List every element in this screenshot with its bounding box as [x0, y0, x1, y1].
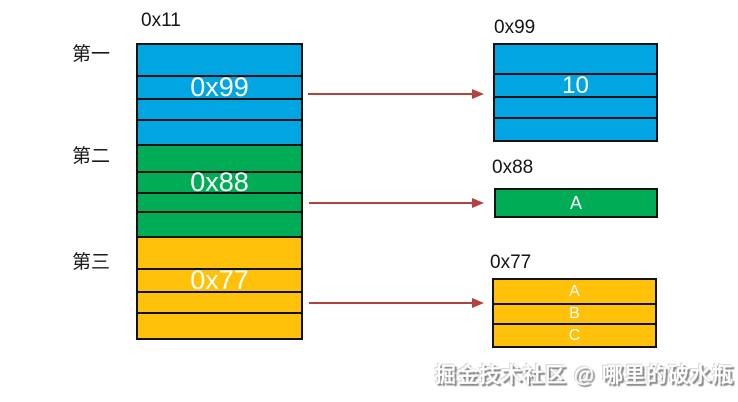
- detail-cell-10: 10: [562, 71, 589, 99]
- detail-block-0x88: A: [494, 188, 658, 218]
- detail-block-0x99: 10: [493, 43, 658, 142]
- detail-row: [495, 96, 656, 117]
- stack-row-0x99: 0x99: [138, 72, 301, 102]
- detail-address-label-0x88: 0x88: [492, 157, 534, 178]
- stack-row: [138, 236, 301, 268]
- stack-value-0x77: 0x77: [190, 265, 249, 295]
- watermark-text: 掘金技术社区 @ 哪里的破水瓶: [434, 364, 734, 387]
- group-label-first: 第一: [72, 44, 111, 65]
- arrow-head-icon: [472, 198, 484, 208]
- stack-row-0x88: 0x88: [138, 167, 301, 197]
- group-label-third: 第三: [72, 252, 111, 273]
- detail-row: [495, 45, 656, 73]
- arrow-to-0x99: [308, 93, 472, 95]
- detail-row-value: A: [496, 190, 656, 216]
- stack-row: [138, 144, 301, 171]
- detail-row: [495, 117, 656, 140]
- stack-row: [138, 192, 301, 211]
- arrow-to-0x88: [309, 202, 472, 204]
- stack-row-0x77: 0x77: [138, 265, 301, 295]
- detail-address-label-0x99: 0x99: [494, 17, 536, 38]
- detail-row-value: B: [494, 303, 655, 323]
- detail-row-value: C: [494, 323, 655, 346]
- stack-row: [138, 211, 301, 236]
- arrow-head-icon: [472, 298, 484, 308]
- detail-cell-c: C: [568, 326, 581, 344]
- detail-block-0x77: A B C: [492, 278, 657, 348]
- detail-row-value: A: [494, 280, 655, 303]
- stack-row: [138, 98, 301, 119]
- stack-address-label: 0x11: [141, 10, 181, 31]
- detail-address-label-0x77: 0x77: [490, 252, 532, 273]
- stack-row: [138, 312, 301, 338]
- group-label-second: 第二: [72, 146, 111, 167]
- detail-cell-a: A: [569, 192, 582, 213]
- stack-row: [138, 119, 301, 144]
- detail-row-value: 10: [495, 72, 656, 99]
- detail-cell-a: A: [569, 282, 580, 300]
- detail-cell-b: B: [569, 305, 580, 322]
- stack-row: [138, 291, 301, 312]
- stack-value-0x99: 0x99: [190, 72, 249, 102]
- stack-row: [138, 45, 301, 75]
- arrow-head-icon: [472, 89, 484, 99]
- arrow-to-0x77: [309, 302, 472, 304]
- memory-stack: 0x99 0x88 0x77: [136, 43, 303, 340]
